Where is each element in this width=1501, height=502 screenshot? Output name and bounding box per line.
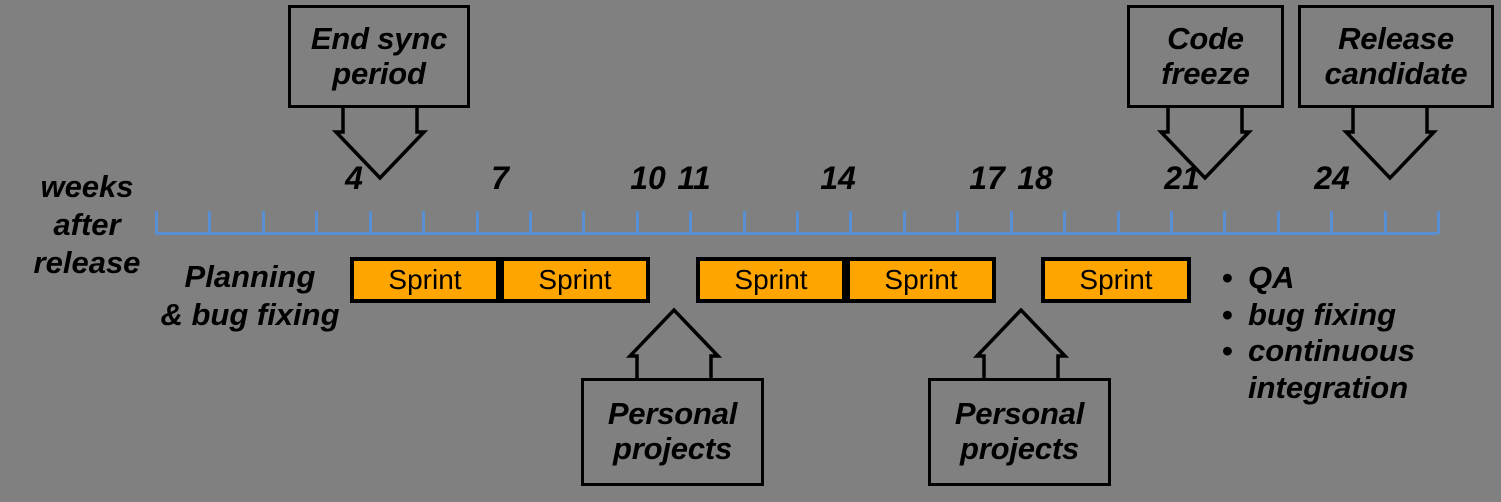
axis-tick [689,211,692,234]
bullet-icon: • [1222,333,1233,369]
sprint-bar-5: Sprint [1041,257,1191,303]
axis-tick [1384,211,1387,234]
week-label-18: 18 [1017,160,1053,196]
axis-tick [743,211,746,234]
axis-tick [208,211,211,234]
axis-tick [476,211,479,234]
axis-tick [1223,211,1226,234]
axis-tick [262,211,265,234]
list-item-label: continuous integration [1248,333,1416,405]
bullet-icon: • [1222,296,1233,332]
axis-tick [1277,211,1280,234]
arrow-up-personal-projects-2 [972,307,1070,381]
week-label-17: 17 [969,160,1005,196]
week-label-4: 4 [345,160,363,196]
sprint-bar-1: Sprint [350,257,500,303]
sprint-bar-3: Sprint [696,257,846,303]
list-item-label: QA [1248,260,1295,295]
phase-label-planning-bug-fixing: Planning & bug fixing [160,259,340,332]
axis-tick [1117,211,1120,234]
week-label-10: 10 [630,160,666,196]
list-item-label: bug fixing [1248,296,1397,332]
week-label-11: 11 [677,160,711,196]
list-item: • continuous integration [1222,333,1497,406]
axis-tick [1063,211,1066,234]
activities-list: • QA • bug fixing • continuous integrati… [1222,260,1497,406]
list-item: • QA [1222,260,1497,297]
list-item: • bug fixing [1222,297,1497,334]
arrow-down-end-sync-period [331,107,429,181]
bullet-icon: • [1222,260,1233,295]
axis-tick [796,211,799,234]
axis-tick [582,211,585,234]
arrow-down-code-freeze [1156,107,1254,181]
week-label-7: 7 [491,160,509,196]
arrow-down-release-candidate [1341,107,1439,181]
axis-tick [315,211,318,234]
sprint-bar-2: Sprint [500,257,650,303]
arrow-up-personal-projects-1 [625,307,723,381]
axis-tick [956,211,959,234]
axis-tick [1010,211,1013,234]
axis-tick [369,211,372,234]
axis-tick [1330,211,1333,234]
axis-tick [529,211,532,234]
axis-tick [903,211,906,234]
week-label-24: 24 [1314,160,1350,196]
axis-tick [1437,211,1440,234]
axis-tick [155,211,158,234]
axis-label-weeks-after-release: weeks after release [33,169,141,280]
axis-tick [1170,211,1173,234]
axis-tick [636,211,639,234]
sprint-bar-4: Sprint [846,257,996,303]
week-label-21: 21 [1164,160,1200,196]
axis-tick [849,211,852,234]
week-label-14: 14 [820,160,856,196]
axis-tick [422,211,425,234]
